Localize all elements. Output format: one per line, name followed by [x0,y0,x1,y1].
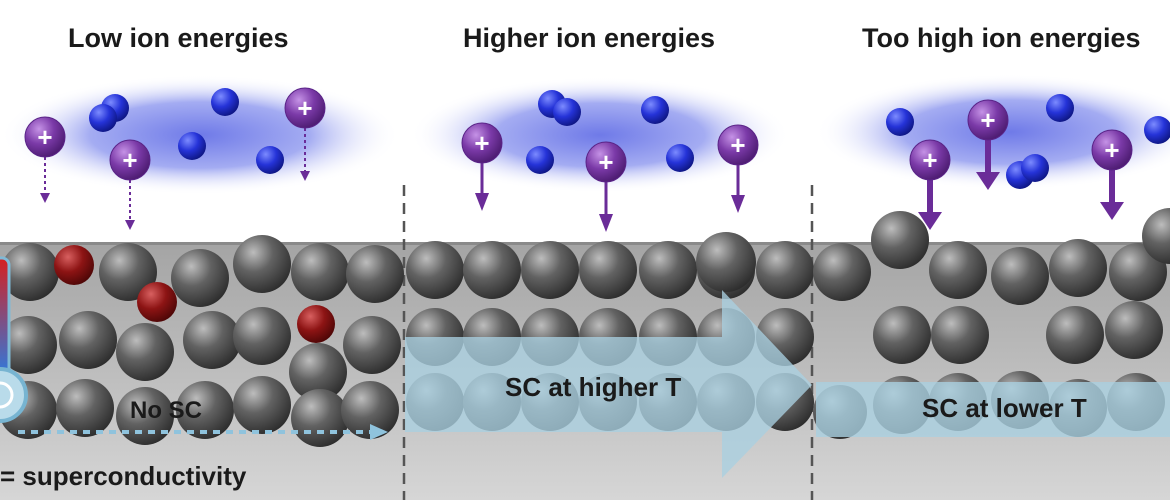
electron [641,96,669,124]
panel-title-low: Low ion energies [68,23,289,53]
sc-band [816,382,1170,437]
substrate-atom [0,316,57,374]
ion-charge-symbol: + [1104,135,1119,165]
electron [666,144,694,172]
substrate-atom [579,241,637,299]
substrate-atom [59,311,117,369]
ion-charge-symbol: + [980,105,995,135]
ion-arrowhead [976,172,1000,190]
ion-charge-symbol: + [730,130,745,160]
substrate-atom [341,381,399,439]
ion [24,116,66,158]
plasma-cloud-higher [410,77,790,193]
substrate-atom [463,241,521,299]
ion-arrowhead [731,195,745,213]
substrate-atom [171,249,229,307]
ion-charge-symbol: + [922,145,937,175]
electron [553,98,581,126]
ion [284,87,326,129]
superconductivity-arrows [18,290,1170,478]
electron [178,132,206,160]
ion-charge-symbol: + [37,122,52,152]
substrate-atom [116,387,174,445]
sc-arrow-large [405,290,812,478]
ion-arrowhead [125,220,135,230]
ion-arrowhead [1100,202,1124,220]
ion [1091,129,1133,171]
substrate-atom [99,243,157,301]
substrate-atom [346,245,404,303]
electron [211,88,239,116]
substrate-atom [56,379,114,437]
ion-arrowhead [475,193,489,211]
ion [967,99,1009,141]
substrate-atom [289,343,347,401]
substrate-atom [176,381,234,439]
ion-arrowhead [300,171,310,181]
substrate-atom [233,307,291,365]
ion-charge-symbol: + [297,93,312,123]
substrate-atom [873,306,931,364]
substrate-atom [521,241,579,299]
substrate-top-edge [0,242,1170,245]
substrate-atom [183,311,241,369]
ion [109,139,151,181]
electron [1021,154,1049,182]
impurity-atom [54,245,94,285]
substrate-atom [1049,239,1107,297]
ion-arrowhead [40,193,50,203]
substrate-atom [343,316,401,374]
electron [1046,94,1074,122]
thermometer-icon [0,256,28,423]
panel-title-higher: Higher ion energies [463,23,716,53]
substrate-atom [991,247,1049,305]
ion [909,139,951,181]
substrate-atom [291,389,349,447]
result-label-too-high: SC at lower T [922,393,1087,423]
substrate-atom [233,235,291,293]
result-label-low: No SC [130,397,202,424]
ion-charge-symbol: + [122,145,137,175]
impurity-atom [137,282,177,322]
substrate-atom [406,241,464,299]
substrate-atom [756,241,814,299]
ion-charge-symbol: + [598,147,613,177]
ion [585,141,627,183]
substrate-atom [931,306,989,364]
substrate-atom [1,243,59,301]
electron [526,146,554,174]
electron [1144,116,1170,144]
substrate-atom [929,241,987,299]
substrate-atom [813,243,871,301]
panel-title-too-high: Too high ion energies [862,23,1141,53]
substrate-atom [871,211,929,269]
legend-text: = superconductivity [0,461,247,491]
ion-charge-symbol: + [474,128,489,158]
substrate-atom [639,241,697,299]
ion-arrowhead [599,214,613,232]
electron [89,104,117,132]
substrate-atom [116,323,174,381]
ion [461,122,503,164]
sc-dotted-arrow-head [370,424,388,440]
plasma-particles: + + + + + + + + + [24,87,1170,232]
ion [717,124,759,166]
substrate-atom [233,376,291,434]
impurity-atom [297,305,335,343]
substrate-atom [696,232,756,292]
ion-arrowhead [918,212,942,230]
result-label-higher: SC at higher T [505,372,682,402]
substrate-atom [1142,208,1170,264]
substrate-atom [1046,306,1104,364]
substrate-atom [291,243,349,301]
electron [886,108,914,136]
electron [256,146,284,174]
substrate-atom [1105,301,1163,359]
